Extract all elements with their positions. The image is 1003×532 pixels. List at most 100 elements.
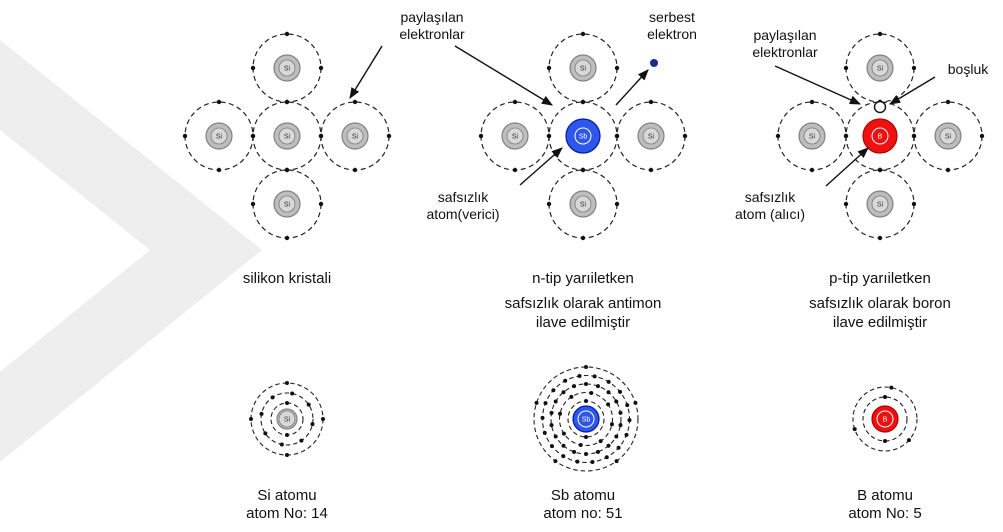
lattice-b-top-symbol: Si [877, 66, 884, 73]
atom-sb-electron-4-3 [618, 389, 623, 394]
impurity-arrow-p [825, 147, 869, 187]
atom-b-electron-1-2 [883, 439, 887, 443]
atom-sb-electron-2-3 [609, 422, 614, 427]
atom-sb-electron-3-16 [553, 399, 558, 404]
atom-sb-electron-2-8 [569, 394, 574, 399]
hole-arrow [889, 76, 936, 105]
atom-sb-electron-4-10 [575, 459, 580, 464]
sb-atom-name: Sb atomu [551, 487, 615, 504]
lattice-b-electron-left-0 [809, 99, 815, 105]
atom-si-electron-3-2 [321, 417, 325, 421]
lattice-si-top-nucleus-core [278, 59, 296, 77]
lattice-si-electron-top-2 [284, 99, 290, 105]
lattice-b-electron-left-2 [809, 167, 815, 173]
atom-sb-electron-4-4 [625, 403, 630, 408]
atom-b-electron-2-2 [906, 438, 911, 443]
p-type-caption: p-tip yarıiletken [829, 270, 931, 287]
atom-si-shell-2 [260, 392, 314, 446]
lattice-b-left-nucleus-core [803, 127, 821, 145]
hole-label: boşluk [948, 61, 989, 77]
atom-si-symbol: Si [284, 417, 291, 424]
lattice-si-electron-top-1 [318, 65, 324, 71]
lattice-si-electron-right-2 [352, 167, 358, 173]
silicon-crystal-caption: silikon kristali [243, 270, 331, 287]
atom-sb-electron-3-7 [614, 434, 619, 439]
atom-si-electron-2-2 [306, 402, 311, 407]
b-atom-name: B atomu [857, 487, 913, 504]
atom-sb-electron-3-14 [549, 423, 554, 428]
lattice-sb-electron-bottom-2 [580, 235, 586, 241]
lattice-si-electron-right-3 [318, 133, 324, 139]
atom-sb-electron-4-12 [549, 444, 554, 449]
lattice-b-electron-bottom-0 [877, 167, 883, 173]
atom-sb-electron-3-6 [618, 423, 623, 428]
atom-sb-electron-3-11 [572, 449, 577, 454]
lattice-b-electron-bottom-3 [843, 201, 849, 207]
lattice-si-electron-left-0 [216, 99, 222, 105]
lattice-b-center-nucleus-core [871, 127, 889, 145]
shared-electrons-arrow-n [454, 45, 553, 106]
atom-b-symbol: B [883, 417, 888, 424]
lattice-sb-electron-right-0 [648, 99, 654, 105]
lattice-si-electron-bottom-1 [318, 201, 324, 207]
atom-b-electron-2-1 [889, 385, 894, 390]
lattice-si-electron-bottom-2 [284, 235, 290, 241]
atom-sb-electron-5-5 [534, 400, 539, 405]
lattice-sb-electron-left-2 [512, 167, 518, 173]
atom-sb-electron-3-2 [595, 384, 600, 389]
atom-sb-electron-3-15 [549, 410, 554, 415]
lattice-b-electron-right-2 [945, 167, 951, 173]
lattice-sb-left-symbol: Si [512, 134, 519, 141]
lattice-sb-center-nucleus-core [574, 127, 592, 145]
atom-sb-electron-4-5 [627, 418, 632, 423]
atom-sb-electron-5-1 [584, 365, 588, 369]
lattice-b-electron-left-1 [843, 133, 849, 139]
lattice-b-right-symbol: Si [945, 134, 952, 141]
free-electron-dot [650, 59, 658, 67]
lattice-si-left-nucleus-core [210, 127, 228, 145]
lattice-b-electron-left-3 [775, 133, 781, 139]
lattice-b-electron-bottom-1 [911, 201, 917, 207]
atom-si-electron-2-3 [310, 422, 315, 427]
p-type-note-line2: ilave edilmiştir [833, 314, 927, 331]
atom-sb-electron-4-18 [577, 373, 582, 378]
si-atom-number: atom No: 14 [246, 505, 328, 522]
atom-sb-electron-2-2 [606, 402, 611, 407]
lattice-b-left-symbol: Si [809, 134, 816, 141]
lattice-si-electron-left-2 [216, 167, 222, 173]
lattice-sb-electron-top-3 [546, 65, 552, 71]
lattice-sb-left-nucleus-core [506, 127, 524, 145]
atom-si-electron-3-3 [285, 453, 289, 457]
atom-sb-electron-4-7 [616, 445, 621, 450]
sb-atom-model: Sb [533, 365, 639, 472]
atom-si-electron-3-1 [285, 381, 289, 385]
atom-sb-electron-1-1 [584, 399, 588, 403]
atom-b-electron-2-3 [852, 427, 857, 432]
shared-electrons-arrow [349, 45, 383, 99]
n-type-note-line1: safsızlık olarak antimon [505, 295, 662, 312]
atom-sb-nucleus-core [577, 410, 595, 428]
lattice-b-electron-right-0 [945, 99, 951, 105]
lattice-b-top-nucleus-core [871, 59, 889, 77]
atom-sb-electron-2-6 [561, 431, 566, 436]
lattice-sb-electron-right-1 [682, 133, 688, 139]
atom-sb-electron-4-16 [551, 388, 556, 393]
lattice-si-electron-top-0 [284, 31, 290, 37]
atom-sb-electron-3-4 [614, 399, 619, 404]
atom-si-electron-2-4 [299, 438, 304, 443]
sb-atom-number: atom no: 51 [543, 505, 622, 522]
atom-sb-electron-4-15 [543, 401, 548, 406]
lattice-si-electron-bottom-3 [250, 201, 256, 207]
lattice-sb-electron-right-3 [614, 133, 620, 139]
atom-sb-electron-4-13 [542, 430, 547, 435]
atom-sb-electron-4-14 [540, 415, 545, 420]
lattice-sb-electron-top-1 [614, 65, 620, 71]
lattice-si-right-symbol: Si [352, 134, 359, 141]
atom-si-electron-3-4 [249, 417, 253, 421]
lattice-b-right-nucleus-core [939, 127, 957, 145]
